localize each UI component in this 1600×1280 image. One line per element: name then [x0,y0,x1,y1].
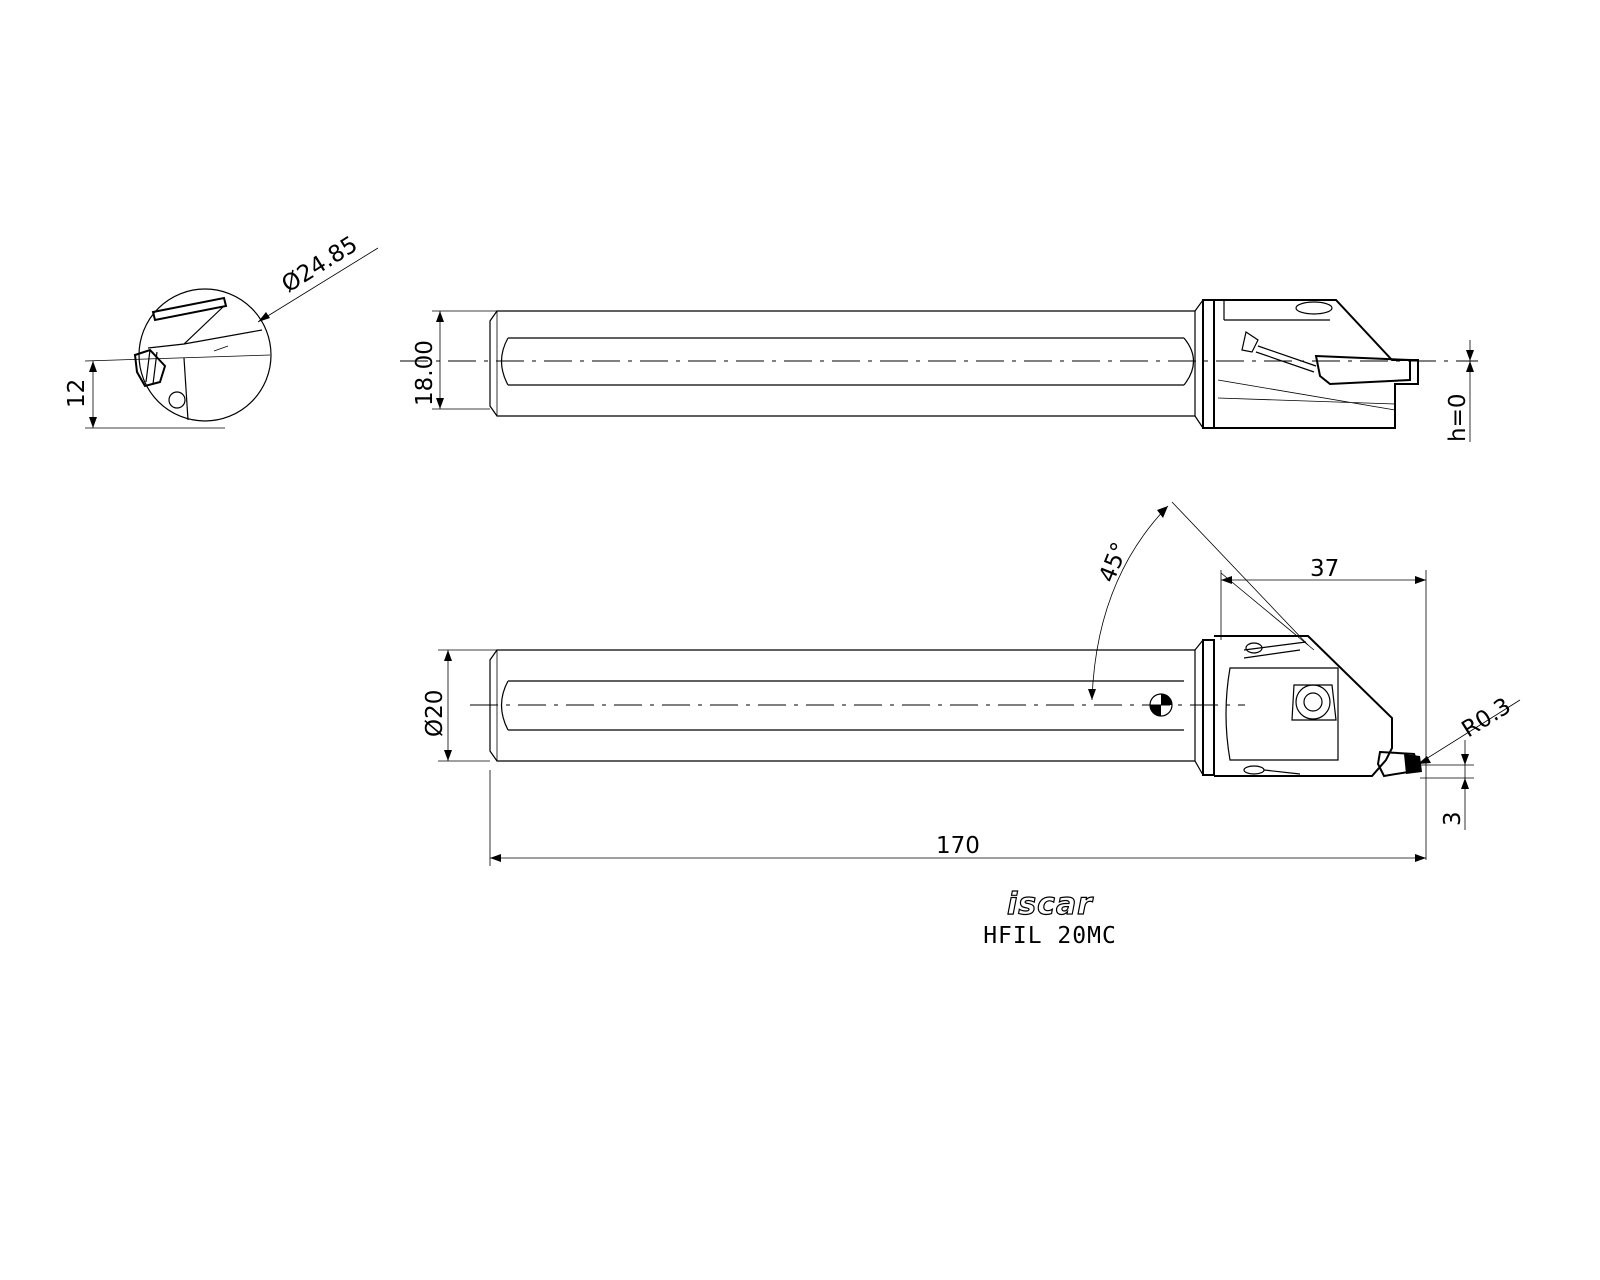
radius-label: R0.3 [1457,693,1515,743]
radius-leader [1417,699,1521,765]
end-view-center-line [84,354,271,362]
end-view-side [183,357,189,421]
side-view-shank [489,649,1196,762]
head-diameter-leader [257,247,379,323]
top-view-insert [1314,354,1411,386]
end-view: Ø24.85 12 [64,232,379,429]
top-view-screw-hole [1295,301,1333,315]
side-view-head [1214,635,1393,777]
angle-arc [1091,505,1169,701]
brand-logo: iscar [1006,887,1093,922]
top-view: 18.00 h=0 [400,299,1478,442]
width-label: 3 [1440,811,1466,826]
end-view-slot [213,345,229,352]
shank-diameter-label: Ø20 [422,690,448,737]
end-view-circle [138,288,272,422]
end-view-top-edge [151,296,228,322]
center-height-label: 12 [64,379,90,408]
head-diameter-label: Ø24.85 [277,232,362,299]
end-view-insert-lines [145,349,158,385]
top-view-collar [1202,299,1215,429]
end-view-rake [183,329,263,345]
end-view-hole [168,391,186,409]
side-view-pocket [1225,667,1339,761]
shank-flat-label: 18.00 [412,340,438,406]
top-view-head [1214,299,1419,429]
title-block: iscar HFIL 20MC [940,887,1160,950]
overall-length-label: 170 [936,833,980,859]
side-view: Ø20 45° 37 R0.3 3 170 [422,501,1521,866]
end-view-face [147,305,225,349]
top-view-shank [489,310,1196,417]
clamp-screw [1295,684,1331,720]
model-number: HFIL 20MC [983,923,1117,949]
angle-label: 45° [1094,539,1133,587]
top-view-clamp [1241,331,1259,353]
top-view-lever [1255,345,1317,373]
side-view-collar [1202,639,1215,776]
angle-ext-line [1171,501,1309,646]
head-diameter-arrow [258,312,270,322]
h-zero-label: h=0 [1445,394,1471,442]
head-length-label: 37 [1310,556,1339,582]
side-view-insert [1376,750,1422,778]
